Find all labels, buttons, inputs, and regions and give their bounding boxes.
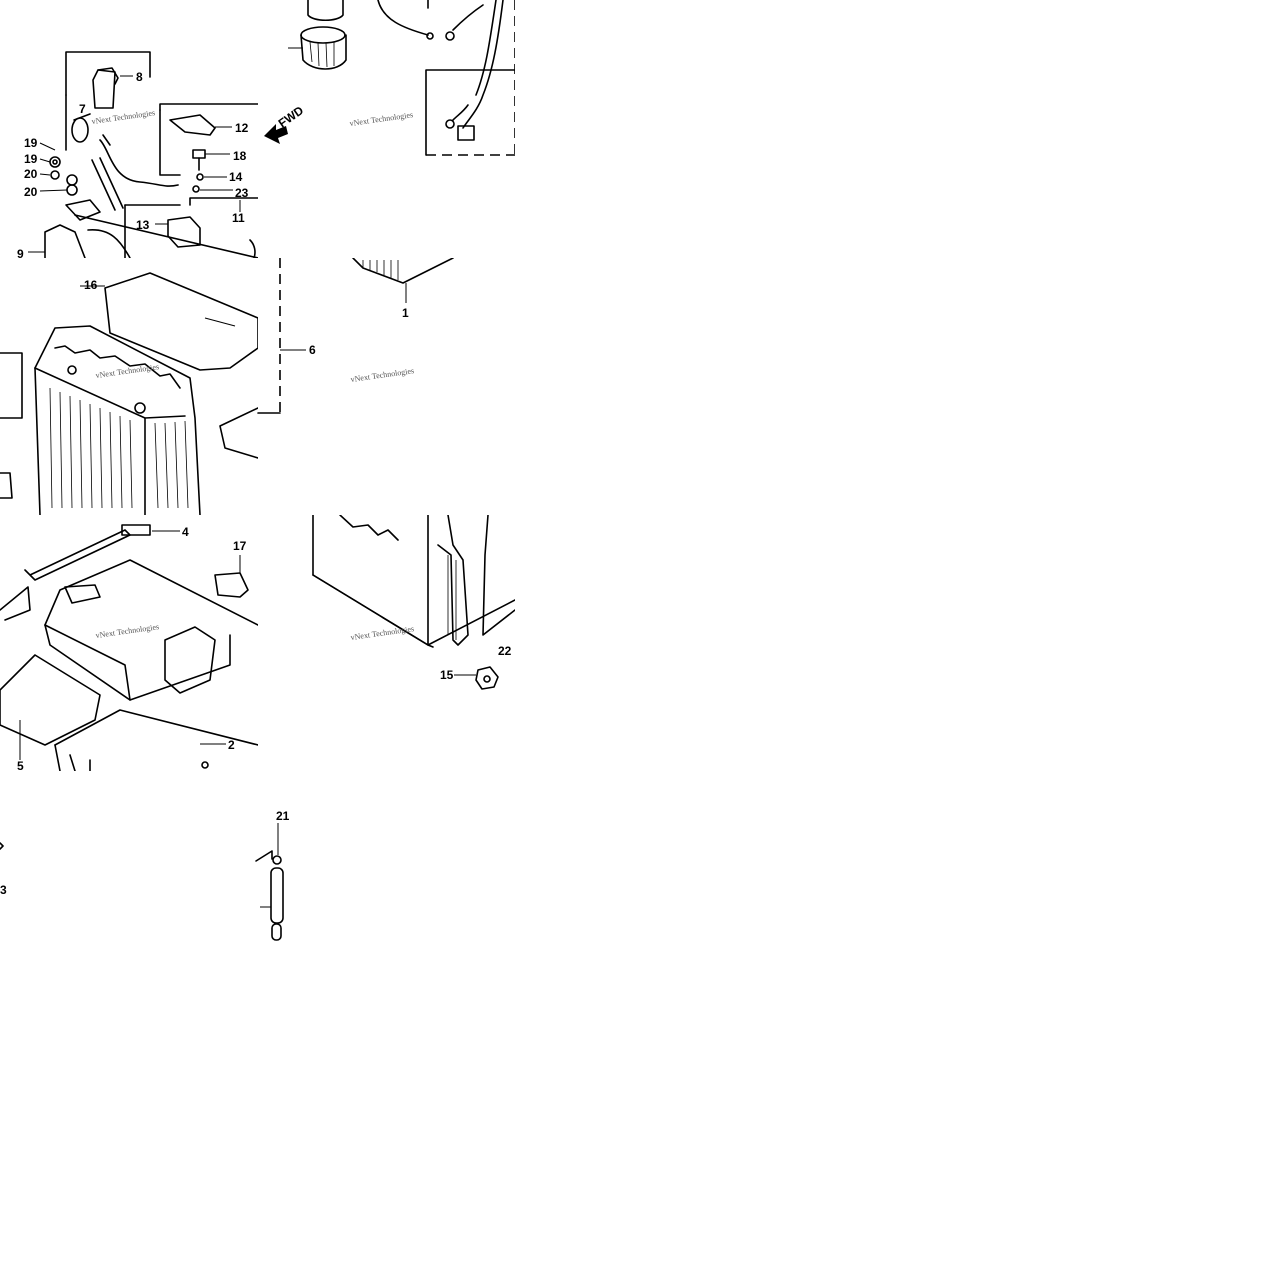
callout-16: 16 — [84, 278, 98, 292]
callout-14: 14 — [229, 170, 243, 184]
callout-12: 12 — [235, 121, 249, 135]
callout-18: 18 — [233, 149, 247, 163]
callout-1: 1 — [402, 306, 409, 320]
watermark-lower-right: vNext Technologies — [350, 624, 415, 642]
watermark-top-middle: vNext Technologies — [349, 110, 414, 128]
diagram-tile-battery: 16 vNext Technologies — [0, 272, 258, 515]
callout-19a: 19 — [24, 136, 38, 150]
callout-6: 6 — [309, 343, 316, 357]
callout-22: 22 — [498, 644, 512, 658]
callout-7: 7 — [79, 102, 86, 116]
callout-20a: 20 — [24, 167, 38, 181]
diagram-tile-bottom: 21 3 — [0, 809, 290, 941]
callout-4: 4 — [182, 525, 189, 539]
callout-3: 3 — [0, 883, 7, 897]
callout-9: 9 — [17, 247, 24, 258]
callout-5: 5 — [17, 759, 24, 771]
callout-19b: 19 — [24, 152, 38, 166]
diagram-tile-lower-left: 4 17 2 5 vNext Technologies — [0, 524, 258, 771]
callout-21: 21 — [276, 809, 290, 823]
callout-2: 2 — [228, 738, 235, 752]
diagram-tile-middle-right: 6 1 vNext Technologies — [258, 258, 454, 414]
watermark-middle-right: vNext Technologies — [350, 366, 415, 384]
callout-17: 17 — [233, 539, 247, 553]
fwd-direction-label: FWD — [276, 103, 307, 130]
diagram-tile-top-middle: FWD vNext Technologies — [264, 0, 515, 158]
watermark-top-left: vNext Technologies — [91, 108, 156, 126]
callout-8: 8 — [136, 70, 143, 84]
diagram-tile-lower-right: 22 15 vNext Technologies — [312, 515, 515, 690]
watermark-lower-left: vNext Technologies — [95, 622, 160, 640]
callout-15: 15 — [440, 668, 454, 682]
callout-13: 13 — [136, 218, 150, 232]
callout-23: 23 — [235, 186, 249, 200]
callout-20b: 20 — [24, 185, 38, 199]
callout-11: 11 — [232, 211, 245, 225]
diagram-tile-top-left: 8 7 12 18 14 23 11 13 19 19 20 20 9 vNex… — [17, 51, 258, 258]
